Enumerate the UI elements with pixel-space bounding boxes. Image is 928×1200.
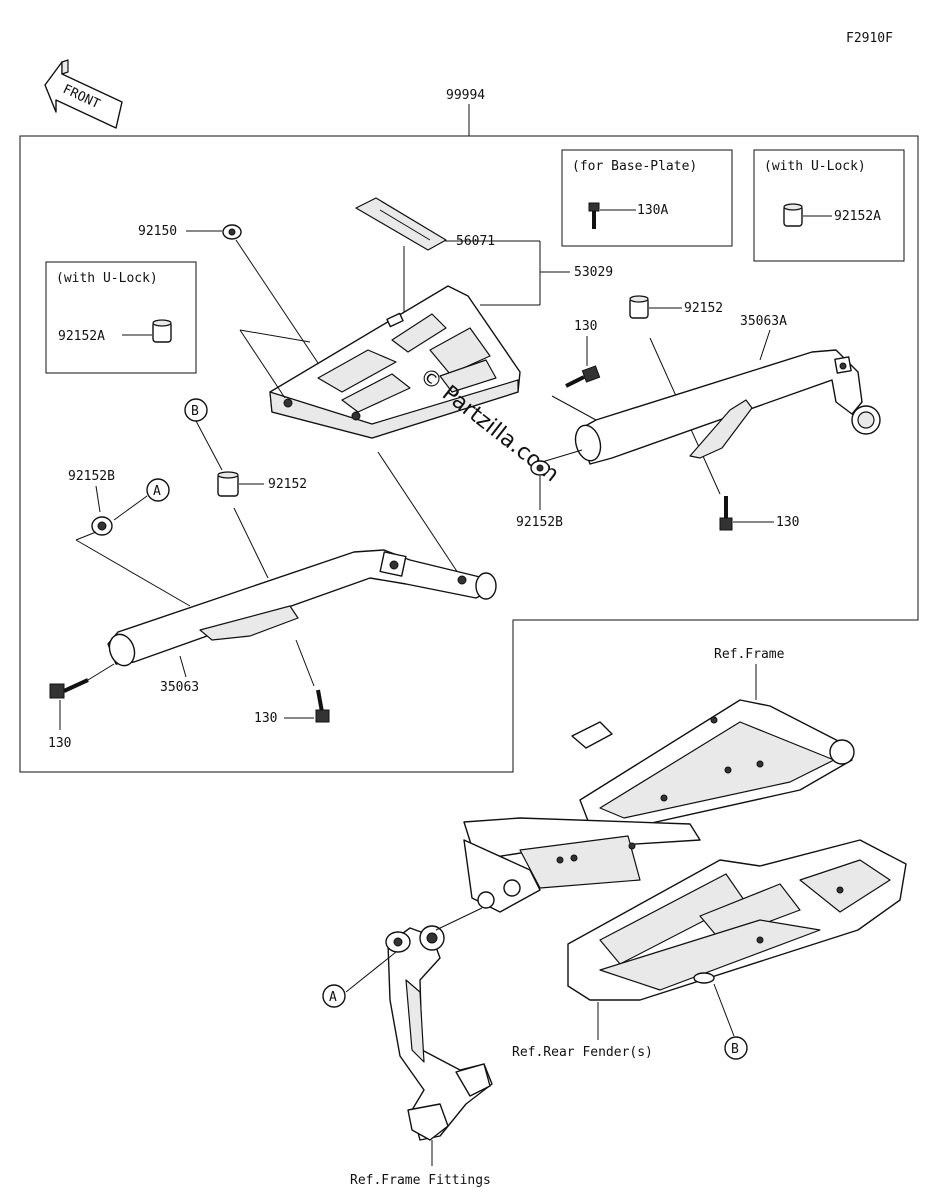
part-label-92152-right: 92152 bbox=[684, 301, 723, 316]
part-label-56071: 56071 bbox=[456, 234, 495, 249]
ref-frame-fittings-drawing bbox=[385, 925, 493, 1141]
ref-frame-label: Ref.Frame bbox=[714, 647, 785, 662]
part-label-92152a-left: 92152A bbox=[58, 329, 105, 344]
leader-130-a-to-rail bbox=[551, 395, 597, 421]
collar-92152-right-icon bbox=[629, 295, 649, 319]
callout-b-top: B bbox=[184, 398, 208, 422]
leader-35063 bbox=[179, 655, 187, 678]
part-label-130-b: 130 bbox=[776, 515, 799, 530]
collar-92152b-left-icon bbox=[91, 516, 113, 536]
leader-92152b-left-to-rail bbox=[75, 539, 191, 607]
ref-frame-fittings-label: Ref.Frame Fittings bbox=[350, 1173, 491, 1188]
note-box-base-plate bbox=[561, 149, 733, 247]
callout-b-bottom-label: B bbox=[731, 1042, 739, 1057]
part-label-92152-left: 92152 bbox=[268, 477, 307, 492]
callout-a-top: A bbox=[146, 478, 170, 502]
assembly-number: 99994 bbox=[446, 88, 485, 103]
bolt-130-b-icon bbox=[719, 496, 733, 531]
leader-plate-to-rail bbox=[377, 451, 461, 577]
part-label-92150: 92150 bbox=[138, 224, 177, 239]
part-label-92152b-left: 92152B bbox=[68, 469, 115, 484]
diagram-code: F2910F bbox=[846, 31, 893, 46]
base-plate-53029 bbox=[269, 285, 521, 439]
kit-outline bbox=[19, 135, 919, 773]
leader-92152-left-down bbox=[233, 507, 269, 579]
bolt-130-a-icon bbox=[565, 365, 601, 388]
part-label-92152b-right: 92152B bbox=[516, 515, 563, 530]
ref-rear-fender-label: Ref.Rear Fender(s) bbox=[512, 1045, 653, 1060]
leader-130-d-up bbox=[295, 639, 315, 687]
rail-35063 bbox=[107, 549, 497, 667]
leader-callout-a-bottom bbox=[345, 951, 397, 993]
leader-130-c-to-rail bbox=[87, 663, 115, 681]
leader-92152b-left bbox=[95, 485, 101, 513]
note-with-u-lock-left: (with U-Lock) bbox=[56, 271, 158, 286]
leader-plate-left-a bbox=[239, 329, 311, 343]
collar-92152a-right-icon bbox=[783, 203, 803, 227]
bolt-130-d-icon bbox=[315, 689, 330, 723]
note-box-u-lock-right bbox=[753, 149, 905, 262]
part-label-35063: 35063 bbox=[160, 680, 199, 695]
part-label-53029: 53029 bbox=[574, 265, 613, 280]
rail-35063a bbox=[574, 349, 881, 465]
bolt-130a-icon bbox=[588, 202, 600, 229]
collar-92152-left-icon bbox=[217, 471, 239, 497]
callout-a-top-label: A bbox=[153, 484, 161, 499]
callout-b-top-label: B bbox=[191, 404, 199, 419]
leader-plate-left-b bbox=[239, 329, 286, 399]
leader-rail-to-92152b bbox=[541, 449, 583, 463]
part-label-35063a: 35063A bbox=[740, 314, 787, 329]
note-for-base-plate: (for Base-Plate) bbox=[572, 159, 697, 174]
leader-callout-a-top bbox=[113, 495, 148, 521]
label-sticker-56071 bbox=[355, 197, 447, 251]
note-with-u-lock-right: (with U-Lock) bbox=[764, 159, 866, 174]
callout-a-bottom-label: A bbox=[329, 990, 337, 1005]
part-label-130-a: 130 bbox=[574, 319, 597, 334]
part-label-130-d: 130 bbox=[254, 711, 277, 726]
note-box-u-lock-left bbox=[45, 261, 197, 374]
part-label-92152a-right: 92152A bbox=[834, 209, 881, 224]
leader-fitting-to-frame bbox=[435, 907, 483, 931]
bolt-130-c-icon bbox=[49, 678, 89, 699]
collar-92152a-left-icon bbox=[152, 319, 172, 343]
front-arrow-icon: FRONT bbox=[44, 59, 123, 129]
screw-92150-icon bbox=[222, 224, 242, 240]
ref-rear-fender-drawing bbox=[567, 839, 907, 1001]
collar-92152b-right-icon bbox=[530, 460, 550, 476]
ref-frame-drawing bbox=[463, 699, 855, 913]
part-label-130a: 130A bbox=[637, 203, 668, 218]
part-label-130-c: 130 bbox=[48, 736, 71, 751]
leader-callout-b-bottom bbox=[713, 983, 735, 1037]
callout-b-bottom: B bbox=[724, 1036, 748, 1060]
leader-35063a bbox=[759, 329, 771, 361]
leader-callout-b-top bbox=[195, 420, 223, 471]
callout-a-bottom: A bbox=[322, 984, 346, 1008]
